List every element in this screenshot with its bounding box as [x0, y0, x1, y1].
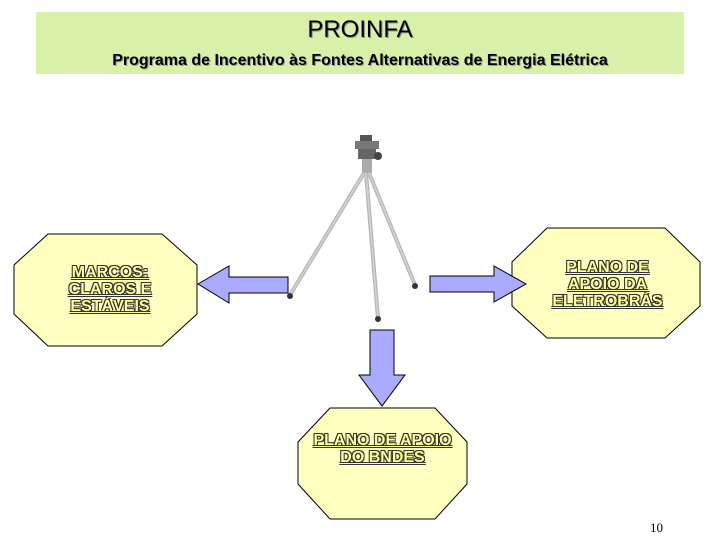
bottom-node-line-2: DO BNDES	[298, 449, 467, 466]
down-arrow	[359, 330, 405, 406]
left-node-line-3: ESTÁVEIS	[40, 298, 180, 315]
bottom-node-line-1: PLANO DE APOIO	[298, 432, 467, 449]
right-node-line-2: APOIO DA	[530, 276, 685, 293]
left-node-line-2: CLAROS E	[40, 281, 180, 298]
right-node-line-1: PLANO DE	[530, 259, 685, 276]
left-node-label: MARCOS: CLAROS E ESTÁVEIS	[40, 264, 180, 315]
left-node-line-1: MARCOS:	[40, 264, 180, 281]
left-arrow	[198, 266, 288, 303]
bottom-node-label: PLANO DE APOIO DO BNDES	[298, 432, 467, 466]
right-node-line-3: ELETROBRÁS	[530, 293, 685, 310]
page-number: 10	[650, 520, 663, 536]
right-node-label: PLANO DE APOIO DA ELETROBRÁS	[530, 259, 685, 310]
tripod-icon	[287, 135, 418, 322]
